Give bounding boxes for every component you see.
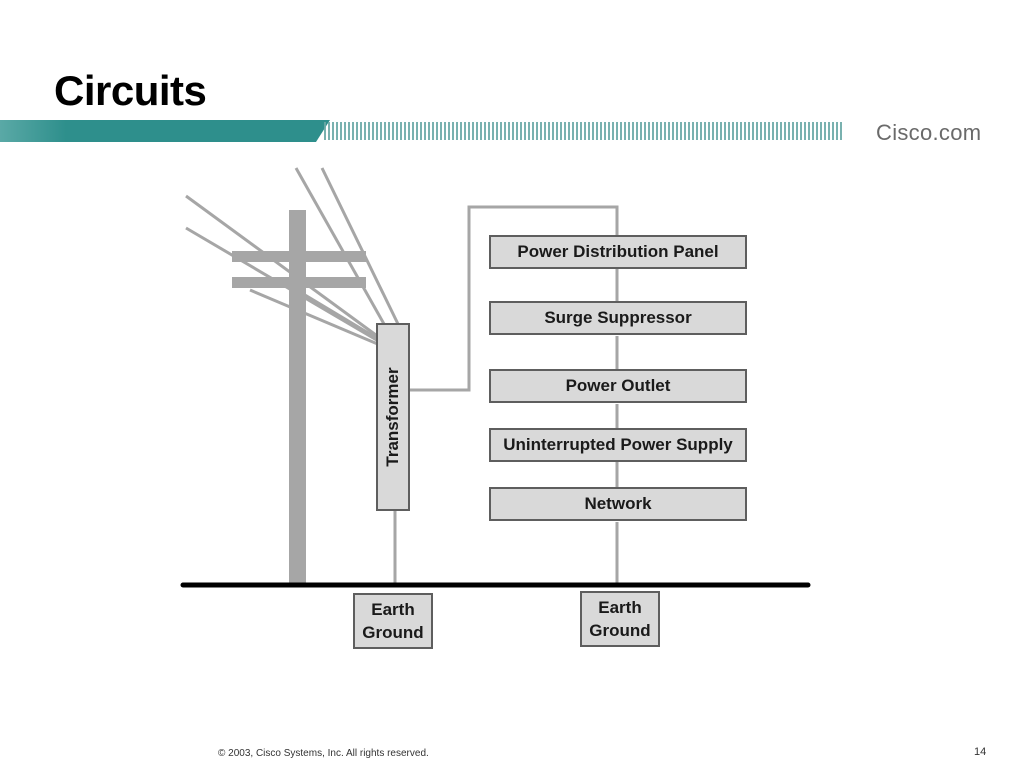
cisco-logo-text: Cisco.com <box>876 120 982 145</box>
network-box: Network <box>489 487 747 521</box>
stack-label: Power Outlet <box>565 376 671 395</box>
power-outlet-box: Power Outlet <box>489 369 747 403</box>
stack-label: Surge Suppressor <box>544 308 692 327</box>
utility-pole <box>289 210 306 584</box>
slide-title: Circuits <box>54 67 207 114</box>
pole-crossarm-bottom <box>232 277 366 288</box>
earth-ground-left-box: Earth Ground <box>353 593 433 649</box>
ground-label-line1: Earth <box>371 600 415 619</box>
transformer-label: Transformer <box>383 367 402 467</box>
stack-label: Network <box>584 494 652 513</box>
earth-ground-right-box: Earth Ground <box>580 591 660 647</box>
stack-label: Uninterrupted Power Supply <box>503 435 733 454</box>
supply-wire <box>410 205 619 392</box>
header-stripe-bar <box>0 120 844 142</box>
stack-label: Power Distribution Panel <box>517 242 719 261</box>
surge-suppressor-box: Surge Suppressor <box>489 301 747 335</box>
ground-label-line1: Earth <box>598 598 642 617</box>
pole-crossarm-top <box>232 251 366 262</box>
stack-connectors <box>393 268 619 584</box>
transformer-box: Transformer <box>376 323 410 511</box>
power-distribution-panel-box: Power Distribution Panel <box>489 235 747 269</box>
page-number: 14 <box>974 746 987 758</box>
ground-label-line2: Ground <box>362 623 424 642</box>
copyright-footer: © 2003, Cisco Systems, Inc. All rights r… <box>218 748 429 759</box>
ups-box: Uninterrupted Power Supply <box>489 428 747 462</box>
ground-label-line2: Ground <box>589 621 651 640</box>
